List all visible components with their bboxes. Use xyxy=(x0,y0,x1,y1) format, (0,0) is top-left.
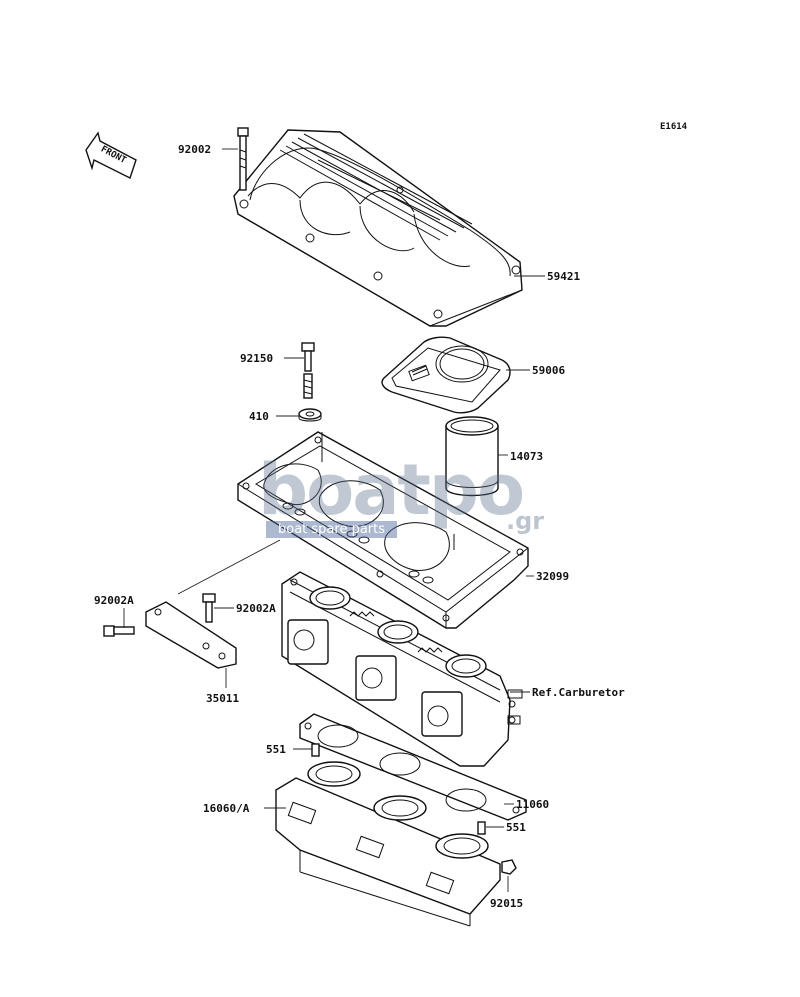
gasket-11060[interactable] xyxy=(299,713,527,821)
gasket-59006[interactable] xyxy=(381,336,511,414)
bolt-92150[interactable] xyxy=(301,342,315,399)
intake-manifold-16060[interactable] xyxy=(275,761,501,927)
part-label-92002: 92002 xyxy=(178,143,211,156)
bolt-92002[interactable] xyxy=(237,127,249,191)
nut-92015[interactable] xyxy=(501,859,517,875)
part-label-16060A: 16060/A xyxy=(203,802,250,815)
part-label-551-left: 551 xyxy=(266,743,286,756)
part-label-59421: 59421 xyxy=(547,270,580,283)
bracket-35011[interactable] xyxy=(145,601,237,669)
part-label-410: 410 xyxy=(249,410,269,423)
mesh-icon xyxy=(408,364,430,382)
part-label-14073: 14073 xyxy=(510,450,543,463)
cover-ribs xyxy=(279,133,473,241)
diagram-code: E1614 xyxy=(660,122,688,132)
flame-arrester-base-32099[interactable] xyxy=(237,431,529,629)
part-label-551-right: 551 xyxy=(506,821,526,834)
part-label-35011: 35011 xyxy=(206,692,239,705)
washer-410[interactable] xyxy=(298,408,322,422)
part-label-59006: 59006 xyxy=(532,364,565,377)
part-label-11060: 11060 xyxy=(516,798,549,811)
leader-lines xyxy=(123,148,545,892)
part-label-92002A-right: 92002A xyxy=(236,602,276,615)
part-label-32099: 32099 xyxy=(536,570,569,583)
flame-arrester-cover[interactable] xyxy=(233,129,523,327)
part-label-92150: 92150 xyxy=(240,352,273,365)
bolt-92002A-right[interactable] xyxy=(202,593,216,623)
spring-icon xyxy=(349,611,443,653)
part-label-92015: 92015 xyxy=(490,897,523,910)
bolt-92002A-left[interactable] xyxy=(103,625,135,637)
dowel-551-right[interactable] xyxy=(477,821,486,835)
carburetor-assembly[interactable] xyxy=(281,571,523,767)
dowel-551-left[interactable] xyxy=(311,743,320,757)
front-arrow-icon: FRONT xyxy=(85,131,137,179)
part-label-92002A-left: 92002A xyxy=(94,594,134,607)
filter-element-14073[interactable] xyxy=(445,416,499,497)
part-label-carburetor: Ref.Carburetor xyxy=(532,686,625,699)
